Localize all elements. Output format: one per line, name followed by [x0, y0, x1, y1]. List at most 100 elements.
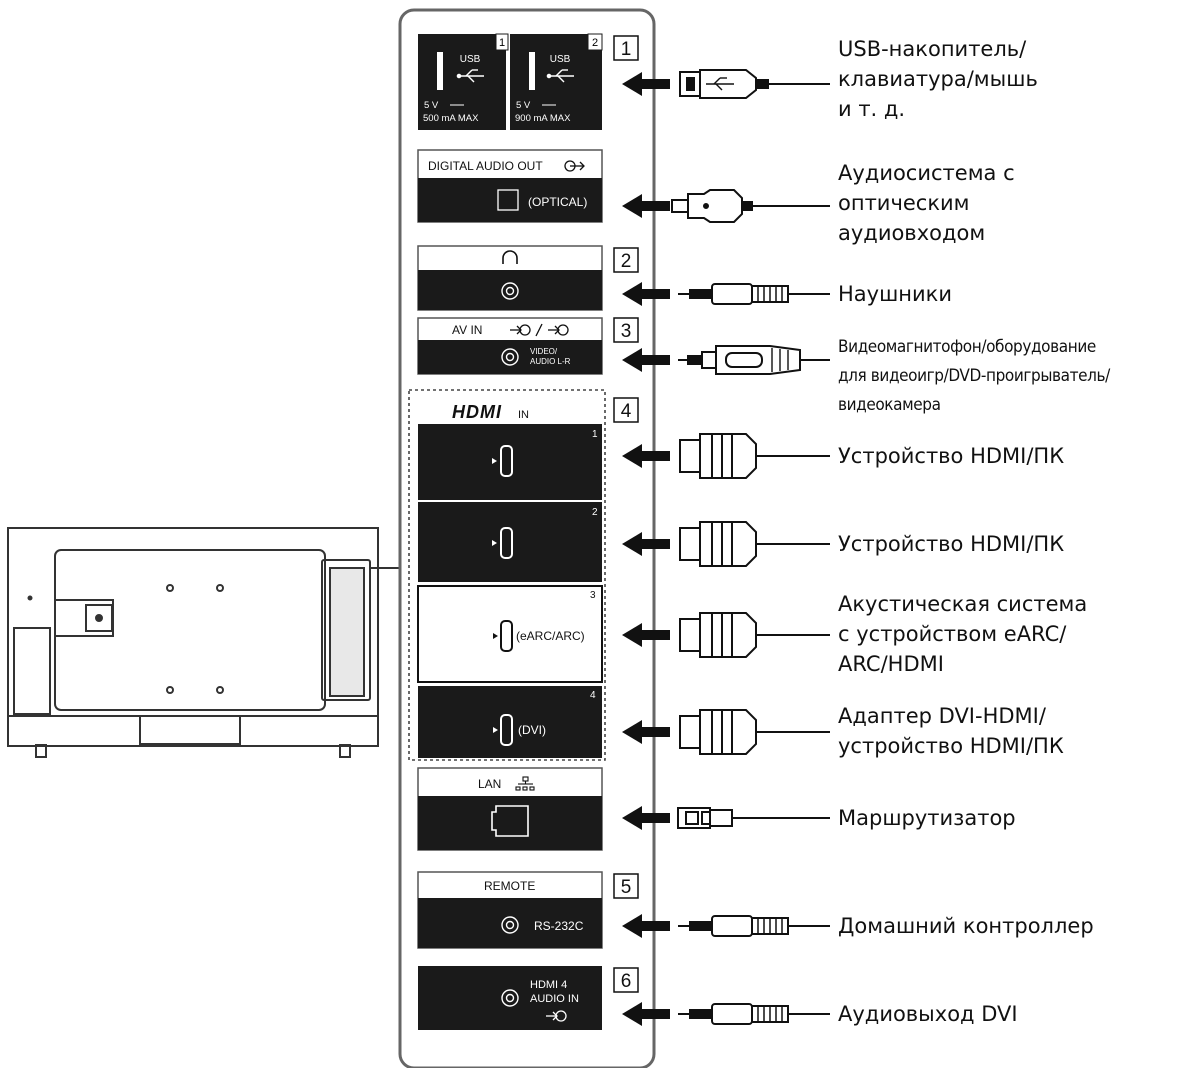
hdmi-port1-panel	[418, 424, 602, 500]
lan-icon	[515, 776, 535, 791]
remote-port-block: REMOTE RS-232C	[417, 871, 603, 949]
hdmi-plug-3	[679, 612, 830, 658]
arrow-hdmi2	[622, 532, 670, 556]
optical-plug	[671, 189, 830, 223]
hdmi-jack-4	[493, 714, 513, 746]
hdmi-jack-1	[492, 445, 513, 477]
usb-port1-title: USB	[460, 54, 481, 65]
hdmi4-audio-port-block: HDMI 4 AUDIO IN	[418, 966, 602, 1030]
lan-jack	[491, 805, 529, 837]
label-line: и т. д.	[838, 97, 906, 121]
arrow-av	[622, 348, 670, 372]
av-in-title: AV IN	[452, 323, 482, 337]
arrow-lan	[622, 806, 670, 830]
marker-3: 3	[621, 321, 632, 342]
arrow-optical	[622, 194, 670, 218]
label-line: Акустическая система	[838, 592, 1088, 616]
hdmi-plug-2	[679, 521, 830, 567]
optical-port-block: DIGITAL AUDIO OUT (OPTICAL)	[417, 149, 603, 223]
av-in-port-block: AV IN VIDEO/ AUDIO L-R	[417, 317, 603, 375]
lan-title: LAN	[478, 777, 501, 791]
arrow-usb	[622, 72, 670, 96]
hdmi-port1-index: 1	[592, 429, 598, 440]
usb-port2-slot	[529, 52, 535, 90]
optical-title: DIGITAL AUDIO OUT	[428, 159, 543, 173]
step-markers: 1 2 3 4 5 6	[613, 35, 639, 993]
label-router: Маршрутизатор	[838, 803, 1016, 833]
usb-port-block: 1 2 USB USB 5 V 500 mA MAX 5 V 900 mA MA…	[418, 33, 603, 130]
label-hdmi4: Адаптер DVI-HDMI/ устройство HDMI/ПК	[838, 701, 1064, 761]
headphone-icon	[502, 250, 518, 264]
label-home-controller: Домашний контроллер	[838, 911, 1094, 941]
label-headphones: Наушники	[838, 279, 952, 309]
usb-port1-voltage: 5 V	[424, 100, 439, 111]
input-icon	[546, 1010, 567, 1022]
marker-5: 5	[621, 877, 632, 898]
label-line: Устройство HDMI/ПК	[838, 444, 1065, 468]
usb-port2-index: 2	[592, 37, 598, 49]
cables	[671, 69, 830, 1025]
label-hdmi3: Акустическая система с устройством eARC/…	[838, 589, 1087, 679]
hdmi-port3-panel	[417, 585, 603, 683]
hdmi-jack-2	[492, 527, 513, 559]
hdmi-port3-label: (eARC/ARC)	[516, 629, 585, 643]
label-line: с устройством eARC/	[838, 622, 1067, 646]
hdmi-port4-label: (DVI)	[518, 723, 546, 737]
marker-2: 2	[621, 251, 632, 272]
lan-port-block: LAN	[417, 767, 603, 851]
label-line: Маршрутизатор	[838, 806, 1016, 830]
marker-6: 6	[621, 971, 632, 992]
hdmi-jack-3	[493, 620, 513, 652]
arrow-hdmi3	[622, 623, 670, 647]
headphone-port-block	[417, 245, 603, 311]
label-line: Аудиосистема с	[838, 161, 1015, 185]
hdmi-plug-1	[679, 433, 830, 479]
input-icon	[510, 323, 569, 337]
label-line: Домашний контроллер	[838, 914, 1094, 938]
hdmi-port2-index: 2	[592, 507, 598, 518]
headphone-plug	[678, 283, 830, 305]
label-line: USB-накопитель/	[838, 37, 1027, 61]
hdmi-plug-4	[679, 709, 830, 755]
label-line: Устройство HDMI/ПК	[838, 532, 1065, 556]
output-icon	[564, 160, 585, 172]
usb-port1-index: 1	[499, 37, 505, 49]
optical-sub: (OPTICAL)	[528, 195, 587, 209]
hdmi-logo: HDMI	[452, 402, 502, 422]
hdmi-port4-panel	[418, 686, 602, 758]
label-line: устройство HDMI/ПК	[838, 734, 1064, 758]
usb-port1-current: 500 mA MAX	[423, 113, 479, 124]
av-in-sub-line2: AUDIO L-R	[530, 357, 571, 366]
av-in-sub-line1: VIDEO/	[530, 347, 558, 356]
remote-sub: RS-232C	[534, 919, 584, 933]
marker-4: 4	[621, 401, 632, 422]
label-line: видеокамера	[838, 395, 941, 415]
arrow-hdmi1	[622, 444, 670, 468]
hdmi-in-label: IN	[518, 409, 529, 421]
label-line: оптическим	[838, 191, 970, 215]
hdmi4-audio-line1: HDMI 4	[530, 979, 567, 991]
label-line: Аудиовыход DVI	[838, 1002, 1018, 1026]
hdmi-port-block: HDMI IN 1 2 3 4 (eARC/ARC) (DVI)	[408, 389, 606, 761]
label-hdmi1: Устройство HDMI/ПК	[838, 441, 1064, 471]
label-line: Наушники	[838, 282, 953, 306]
hdmi-port3-index: 3	[590, 590, 596, 601]
usb-port2-current: 900 mA MAX	[515, 113, 571, 124]
marker-1: 1	[621, 39, 632, 60]
label-dvi-audio-out: Аудиовыход DVI	[838, 999, 1018, 1029]
usb-port2-title: USB	[550, 54, 571, 65]
label-line: клавиатура/мышь	[838, 67, 1038, 91]
label-line: Видеомагнитофон/оборудование	[838, 337, 1096, 357]
arrow-hdmi4	[622, 720, 670, 744]
label-usb-devices: USB-накопитель/ клавиатура/мышь и т. д.	[838, 34, 1038, 124]
label-optical-audio: Аудиосистема с оптическим аудиовходом	[838, 158, 1015, 248]
label-hdmi2: Устройство HDMI/ПК	[838, 529, 1064, 559]
arrow-headphones	[622, 282, 670, 306]
remote-plug	[678, 915, 830, 937]
usb-port2-voltage: 5 V	[516, 100, 531, 111]
label-line: для видеоигр/DVD-проигрыватель/	[838, 366, 1110, 386]
hdmi-port4-index: 4	[590, 690, 596, 701]
optical-jack	[497, 189, 519, 211]
dvi-audio-plug	[678, 1003, 830, 1025]
